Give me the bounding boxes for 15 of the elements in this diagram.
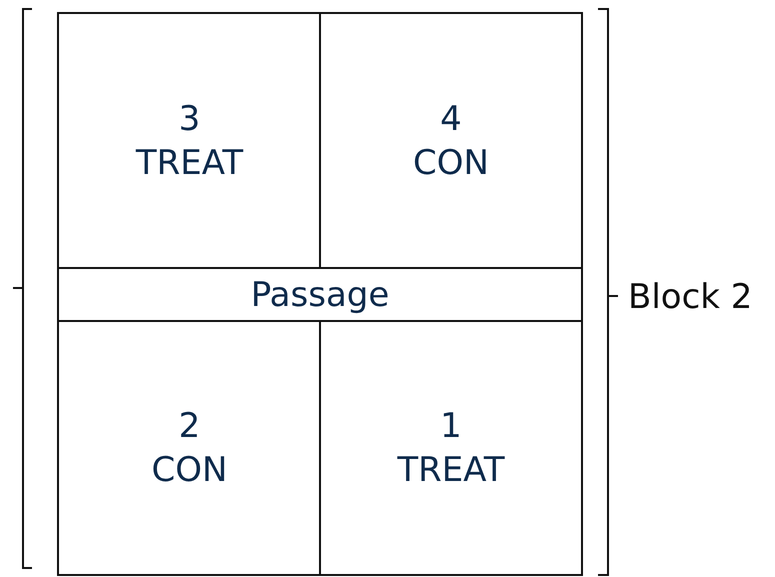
plot-number: 3: [178, 98, 200, 141]
treatment-label: TREAT: [136, 142, 244, 185]
plot-cell: [319, 12, 583, 270]
treatment-label: CON: [413, 142, 489, 185]
passage-label: Passage: [250, 274, 390, 317]
block-label: Block 2: [628, 277, 752, 317]
treatment-label: TREAT: [397, 449, 505, 492]
plot-cell: [319, 320, 583, 576]
treatment-label: CON: [152, 449, 228, 492]
plot-cell: [57, 12, 322, 270]
plot-number: 2: [178, 405, 200, 448]
plot-number: 1: [440, 405, 462, 448]
plot-cell: [57, 320, 322, 576]
plot-number: 4: [440, 98, 462, 141]
passage-strip: [57, 267, 583, 323]
